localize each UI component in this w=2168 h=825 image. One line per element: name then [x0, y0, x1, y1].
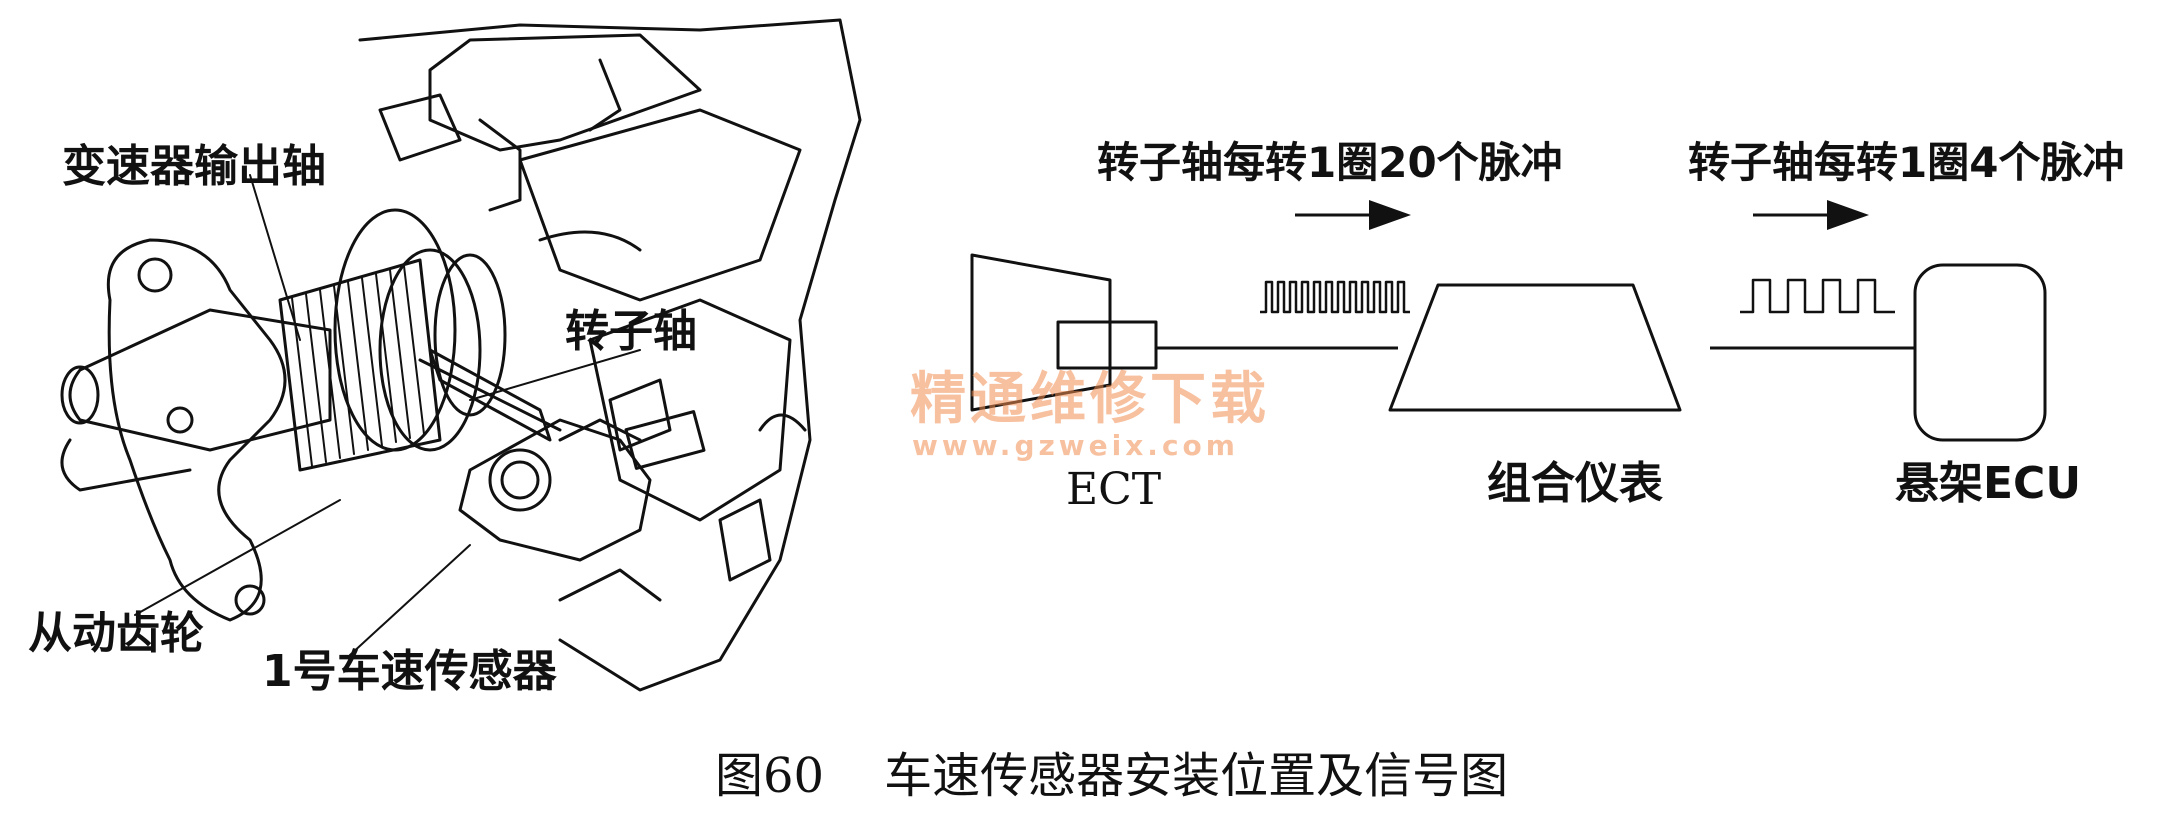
ect-inner-rect: [1056, 320, 1158, 370]
label-ect: ECT: [1066, 464, 1162, 515]
sensor-connector: [488, 448, 552, 512]
sensor-bracket: [624, 410, 706, 470]
pulse-train-20: [1260, 280, 1410, 314]
sensor-connector-inner: [500, 460, 540, 500]
spline-body: [278, 258, 442, 472]
housing-outline: [358, 18, 862, 692]
sensor-body: [458, 418, 652, 562]
label-cluster: 组合仪表: [1487, 458, 1663, 509]
housing-upper-face: [518, 108, 802, 302]
watermark-text: 精通维修下载: [910, 367, 1270, 432]
leader-output-shaft: [249, 174, 301, 341]
transmission-drawing: [60, 18, 862, 692]
housing-lower-face: [588, 298, 792, 522]
flange-bolt-2: [234, 584, 266, 616]
label-pulses-4: 转子轴每转1圈4个脉冲: [1688, 138, 2125, 187]
label-speed-sensor: 1号车速传感器: [262, 646, 557, 697]
leader-rotor-shaft: [469, 349, 641, 401]
label-pulses-20: 转子轴每转1圈20个脉冲: [1097, 138, 1563, 187]
housing-detail-7: [538, 230, 642, 252]
watermark-url: www.gzweix.com: [912, 429, 1239, 462]
housing-top-rib: [428, 33, 702, 152]
label-ecu: 悬架ECU: [1895, 458, 2082, 509]
housing-detail-6: [758, 413, 807, 432]
output-shaft-stub: [60, 438, 192, 492]
housing-detail-5: [718, 498, 772, 582]
cluster-block: [1388, 283, 1682, 412]
housing-detail-8: [558, 568, 662, 602]
housing-detail-1: [478, 118, 522, 212]
gear-ring-3: [433, 253, 507, 417]
label-driven-gear: 从动齿轮: [28, 608, 204, 659]
figure-title: 车速传感器安装位置及信号图: [884, 748, 1509, 804]
label-rotor-shaft: 转子轴: [565, 306, 697, 357]
flange-bolt-1: [137, 257, 173, 293]
ect-block: [970, 253, 1112, 412]
gear-ring-2: [333, 208, 457, 452]
figure-number: 图60: [715, 748, 825, 804]
flange: [106, 238, 287, 622]
housing-detail-3: [378, 93, 462, 162]
output-shaft-end: [60, 365, 100, 425]
ecu-block: [1913, 263, 2047, 442]
signal-diagram: [970, 200, 2047, 442]
spline-lines: [291, 265, 425, 467]
leader-driven-gear: [134, 499, 341, 616]
housing-detail-2: [588, 58, 622, 132]
label-output-shaft: 变速器输出轴: [62, 141, 326, 192]
pulse-train-4: [1740, 278, 1895, 314]
gear-ring-1: [378, 248, 482, 452]
flange-bolt-3: [166, 406, 194, 434]
leader-speed-sensor: [349, 544, 471, 656]
housing-detail-4: [608, 378, 672, 452]
